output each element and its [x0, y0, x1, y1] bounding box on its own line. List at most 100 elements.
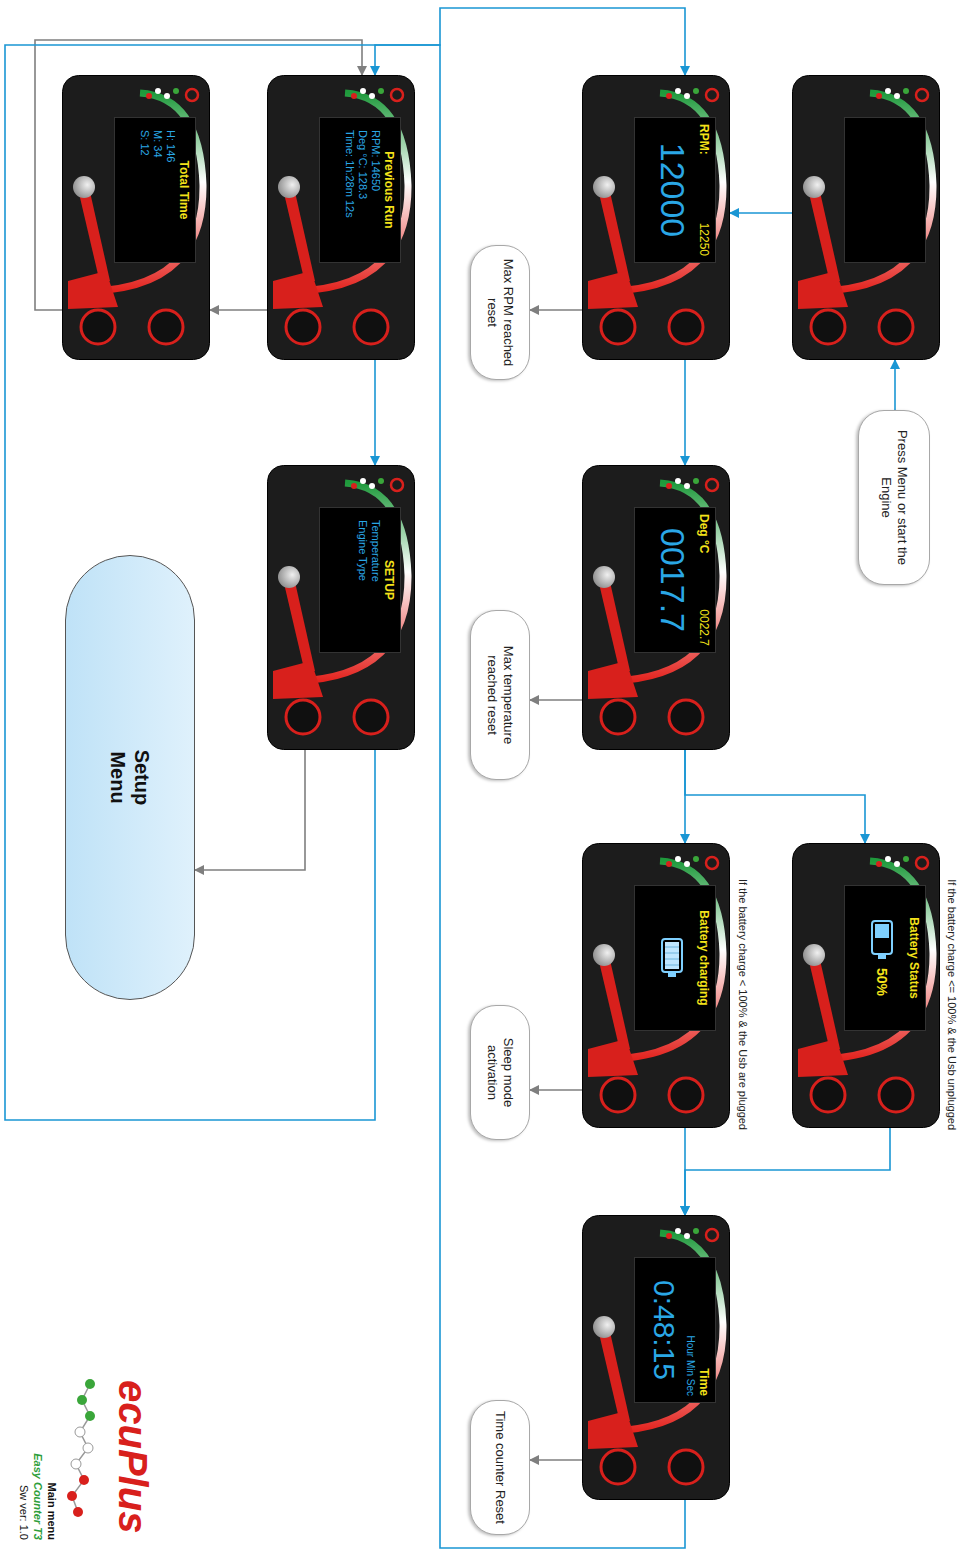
battery-grid: [665, 965, 679, 966]
set-button: [601, 1078, 635, 1112]
battery-row: [661, 892, 683, 1024]
gauge-arc: [822, 861, 933, 1059]
callout-pill: Max RPM reached reset: [470, 245, 530, 380]
callout-text: Sleep mode activation: [484, 1016, 516, 1129]
gauge-arc: [297, 93, 408, 291]
product-name: Easy Counter T3: [31, 1390, 44, 1540]
logo-dot: [684, 483, 690, 489]
device-screen: [844, 117, 926, 263]
battery-icon: [871, 920, 893, 960]
gauge-arc: [297, 483, 408, 681]
logo-mark: [391, 89, 403, 101]
logo-dot: [675, 856, 681, 862]
screen-line: Engine Type: [356, 514, 369, 646]
screen-title: RPM:: [697, 124, 711, 155]
logo-dot: [876, 93, 882, 99]
logo-dot: [675, 1228, 681, 1234]
live-value: 12000: [655, 124, 691, 256]
logo-dot: [360, 478, 366, 484]
device-screen-node: TimeHour Min Sec 0:48:15: [582, 1215, 730, 1500]
set-button: [601, 310, 635, 344]
callout-pill: Time counter Reset: [470, 1400, 530, 1535]
live-value: 0017.7: [655, 514, 691, 646]
menu-button: [879, 310, 913, 344]
device-screen-node: Battery charging: [582, 843, 730, 1128]
set-button: [601, 1450, 635, 1484]
logo-dot: [903, 88, 909, 94]
screen-title: SETUP: [382, 514, 396, 646]
device-screen-node: [792, 75, 940, 360]
logo-dot: [693, 856, 699, 862]
device-screen: Previous RunRPM: 14650Deg °C: 128.3Time:…: [319, 117, 401, 263]
menu-flow-arrow: [684, 750, 686, 843]
brand-logo: ecuPlus: [110, 1380, 156, 1548]
time-units: Hour Min Sec: [684, 1264, 696, 1396]
logo-dot: [885, 88, 891, 94]
red-zone: [273, 271, 323, 309]
logo-dot: [684, 93, 690, 99]
gauge-arc: [612, 1233, 723, 1431]
red-zone: [588, 1039, 638, 1077]
device-screen-node: Previous RunRPM: 14650Deg °C: 128.3Time:…: [267, 75, 415, 360]
callout-text: Press Menu or start the Engine: [878, 421, 910, 574]
red-zone: [588, 271, 638, 309]
callout-text: Max RPM reached reset: [484, 256, 516, 369]
logo-mark: [391, 479, 403, 491]
device-screen: Battery charging: [634, 885, 716, 1031]
device-screen: Battery Status50%: [844, 885, 926, 1031]
gauge-arc: [612, 861, 723, 1059]
menu-flow-arrow: [894, 360, 896, 410]
screen-title: Battery charging: [697, 892, 711, 1024]
gauge-knob: [73, 176, 95, 198]
menu-flow-arrow: [684, 360, 686, 465]
logo-dot: [684, 1233, 690, 1239]
screen-title: Total Time: [177, 124, 191, 256]
battery-grid: [665, 959, 679, 960]
logo-mark: [186, 89, 198, 101]
device-screen-node: Deg °C0022.70017.7: [582, 465, 730, 750]
logo-dot: [360, 88, 366, 94]
gauge-arc: [612, 483, 723, 681]
device-body: [583, 844, 730, 1128]
set-button: [811, 310, 845, 344]
battery-terminal: [668, 973, 676, 977]
callout-pill: Max temperature reached reset: [470, 610, 530, 780]
gauge-needle: [808, 183, 840, 283]
battery-grid: [665, 947, 679, 948]
set-button: [286, 700, 320, 734]
callout-text: Max temperature reached reset: [484, 621, 516, 769]
logo-mark: [706, 89, 718, 101]
callout-pill: Sleep mode activation: [470, 1005, 530, 1140]
menu-button: [354, 700, 388, 734]
red-zone: [273, 661, 323, 699]
max-value: 12250: [697, 223, 711, 256]
battery-fill: [665, 942, 679, 969]
device-screen: Deg °C0022.70017.7: [634, 507, 716, 653]
device-screen-node: Total TimeH: 146M: 34S: 12: [62, 75, 210, 360]
screen-title: Time: [697, 1264, 711, 1396]
device-screen-node: Battery Status50%: [792, 843, 940, 1128]
logo-dot: [666, 1233, 672, 1239]
device-body: [583, 76, 730, 360]
red-zone: [588, 1411, 638, 1449]
device-body: [793, 844, 940, 1128]
menu-button: [669, 700, 703, 734]
set-action-arrow: [530, 1089, 582, 1091]
logo-mark: [706, 1229, 718, 1241]
logo-dot: [894, 861, 900, 867]
gauge-needle: [283, 573, 315, 673]
gauge-needle: [283, 183, 315, 283]
battery-percent: 50%: [874, 968, 890, 996]
logo-dot: [164, 93, 170, 99]
logo-dot: [378, 478, 384, 484]
logo-dot: [369, 483, 375, 489]
menu-button: [354, 310, 388, 344]
logo-dot: [146, 93, 152, 99]
menu-button: [669, 310, 703, 344]
set-action-arrow: [195, 750, 305, 870]
gauge-arc: [822, 93, 933, 291]
battery-icon: [661, 938, 683, 978]
red-zone: [68, 271, 118, 309]
time-value: 0:48:15: [648, 1264, 680, 1396]
